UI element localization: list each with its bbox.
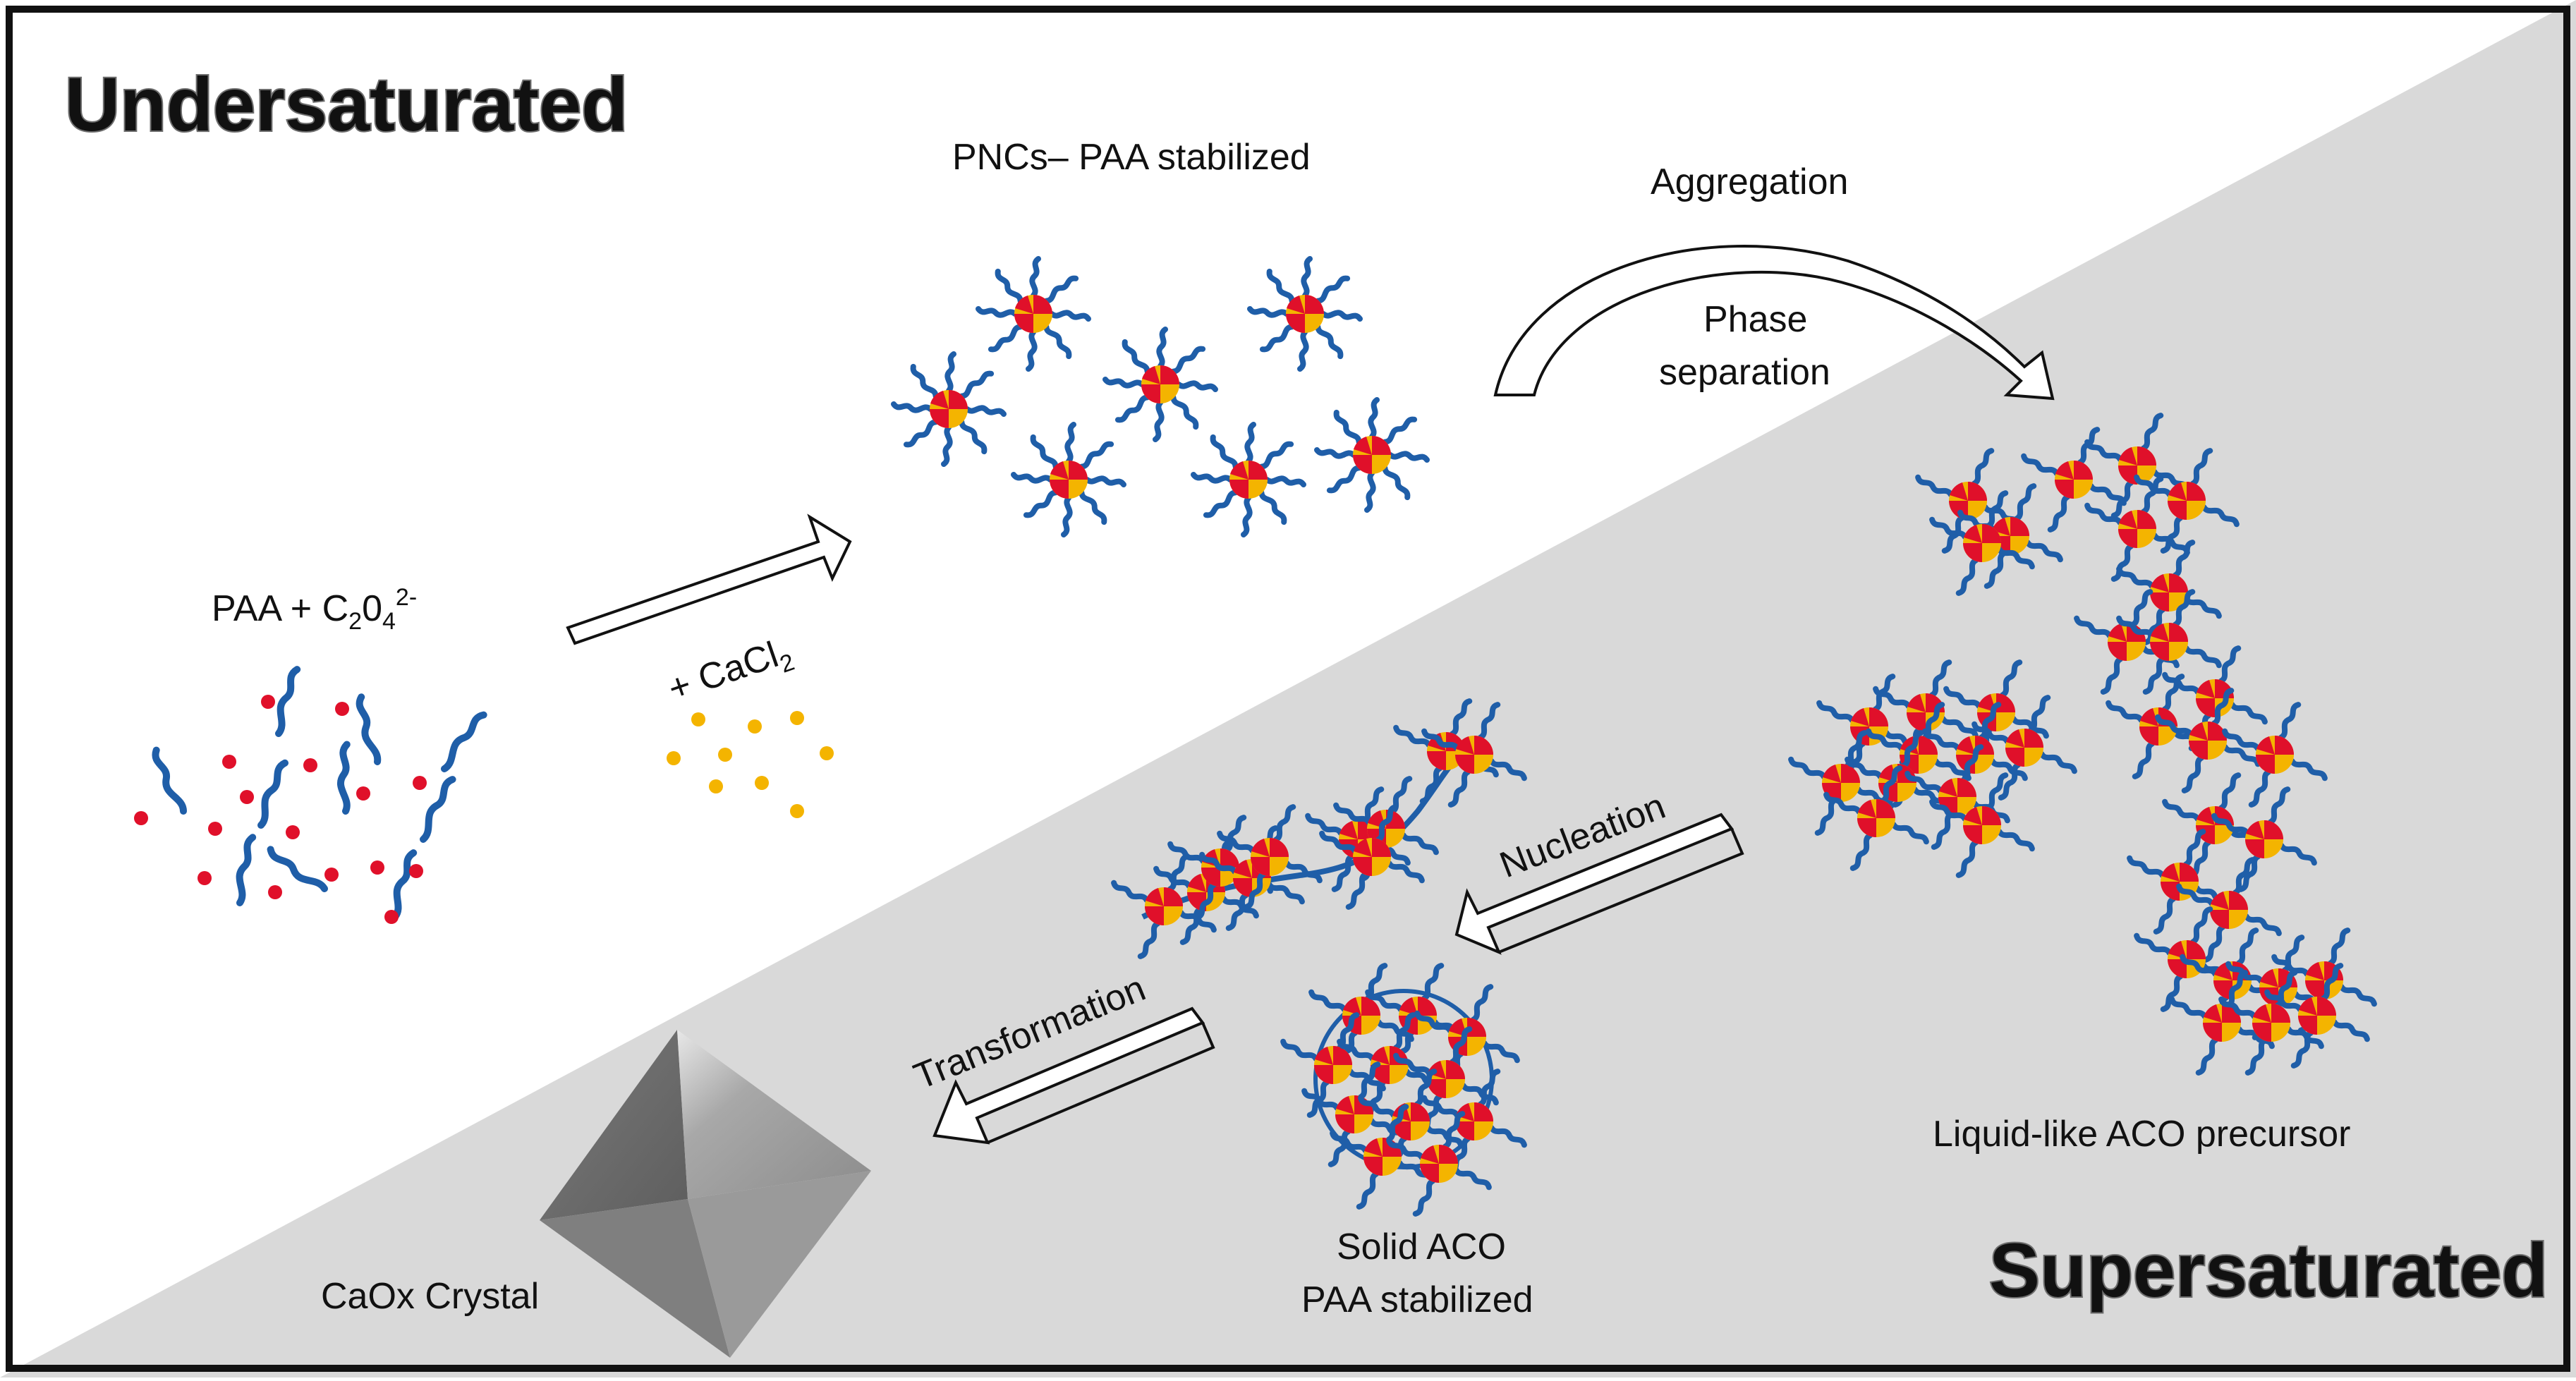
phase-label: Phase [1703, 299, 1807, 340]
calcium-ions [667, 711, 834, 818]
aggregation-arrow [1493, 244, 2055, 401]
liquid-precursor-label: Liquid-like ACO precursor [1933, 1114, 2350, 1155]
paa-stabilized-label: PAA stabilized [1301, 1279, 1533, 1320]
solid-aco-label: Solid ACO [1337, 1227, 1506, 1267]
separation-label: separation [1659, 352, 1830, 393]
oxalate-ions [134, 695, 427, 924]
octahedral-crystal-icon [540, 1030, 871, 1358]
supersaturated-label: Supersaturated [1989, 1227, 2548, 1313]
paa-oxalate-label: PAA + C2042- [212, 584, 417, 635]
pncs-label: PNCs– PAA stabilized [952, 137, 1311, 178]
nucleating-chain [1112, 699, 1526, 959]
aggregation-label: Aggregation [1651, 162, 1848, 202]
transformation-arrow [932, 1006, 1205, 1145]
frame-border [6, 6, 2570, 1372]
addition-arrow [566, 513, 852, 645]
solid-aco-aggregate [1281, 963, 1526, 1216]
crystal-label: CaOx Crystal [321, 1276, 539, 1317]
undersaturated-label: Undersaturated [65, 61, 628, 147]
nucleation-arrow [1454, 813, 1734, 955]
